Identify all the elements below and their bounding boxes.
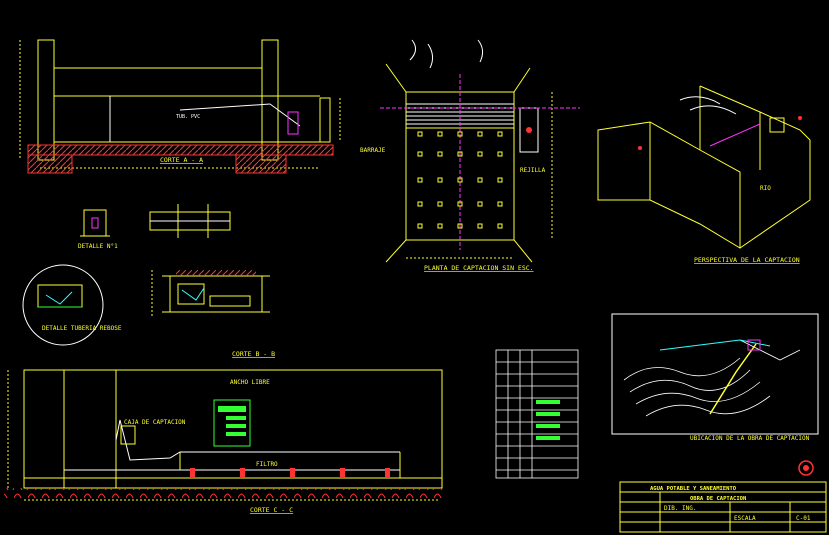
logo-seal-core [803,465,809,471]
table-green-1 [536,400,560,404]
section-aa-footing-right [235,154,287,174]
label-cut: ANCHO LIBRE [230,379,270,386]
location-frame [611,313,819,435]
detail-2-title: DETALLE TUBERIA REBOSE [42,325,122,332]
title-project: AGUA POTABLE Y SANEAMIENTO [650,486,737,492]
section-bb-hatch [176,270,256,276]
plan-title: PLANTA DE CAPTACION SIN ESC. [424,264,534,272]
section-aa-footing [27,144,334,156]
post-4 [340,468,345,478]
detail-valve [149,204,231,238]
location-site [747,339,761,351]
section-cc-table [213,399,251,447]
perspective-dot-2 [798,116,802,120]
label-filter: FILTRO [256,461,278,468]
section-cc-title: CORTE C - C [250,506,293,514]
perspective-view [597,85,811,249]
plan-view [385,39,553,263]
section-cc-table-head [218,406,246,412]
section-cc-table-b2 [226,424,246,428]
section-cc-table-b3 [226,432,246,436]
title-drawn-by: DIB. ING. [664,505,697,512]
table-green-3 [536,424,560,428]
detail-2-circle [22,264,104,346]
section-bb-title: CORTE B - B [232,350,275,358]
location-pipeline [709,343,757,415]
perspective-dot-1 [638,146,642,150]
label-weir: BARRAJE [360,147,386,154]
label-box: CAJA DE CAPTACION [124,419,186,426]
location-title: UBICACION DE LA OBRA DE CAPTACION [690,435,810,442]
title-sheet-no: C-01 [796,515,811,522]
post-2 [240,468,245,478]
detail-1-title: DETALLE N°1 [78,243,118,250]
section-cc-table-b1 [226,416,246,420]
table-green-4 [536,436,560,440]
table-green-2 [536,412,560,416]
materials-table [495,349,579,479]
label-pipe: TUB. PVC [176,114,200,120]
section-cc [7,369,443,501]
valve-marker [526,127,532,133]
section-bb [151,270,270,316]
section-aa-footing-left [27,154,73,174]
title-sheet-name: OBRA DE CAPTACION [690,496,746,502]
label-river: RIO [760,185,771,192]
section-aa-title: CORTE A - A [160,156,203,164]
logo-seal-icon [798,460,814,476]
post-1 [190,468,195,478]
post-3 [290,468,295,478]
title-scale: ESCALA [734,515,756,522]
detail-1 [80,209,110,237]
section-cc-base [4,488,442,498]
detail-2 [37,284,83,308]
title-block [619,481,827,533]
perspective-title: PERSPECTIVA DE LA CAPTACION [694,256,800,264]
plan-dot-grid [417,131,503,229]
label-grate: REJILLA [520,167,546,174]
location-contours [623,339,801,417]
post-5 [385,468,390,478]
